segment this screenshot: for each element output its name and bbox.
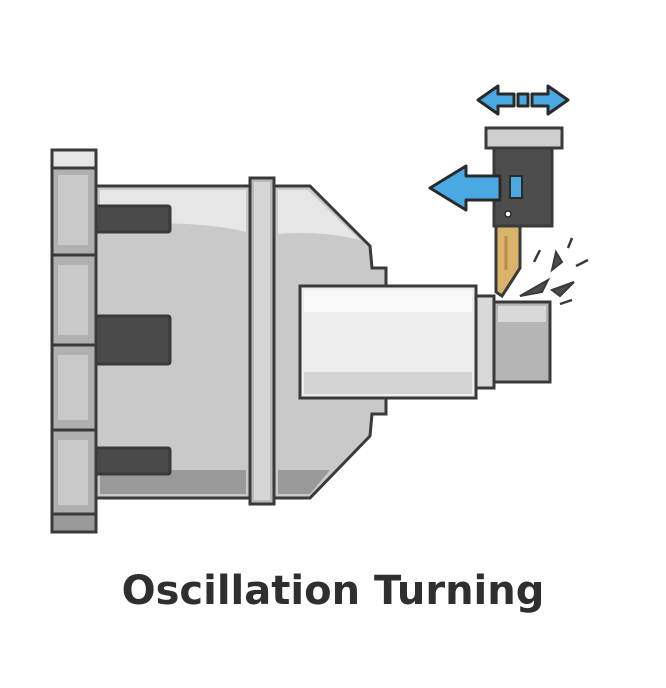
- chuck-ring: [248, 176, 276, 506]
- oscillation-turning-illustration: [50, 84, 589, 534]
- double-arrow-horizontal-icon: [476, 84, 570, 116]
- left-arrow-icon: [428, 164, 502, 212]
- chips: [519, 237, 589, 306]
- tool-holder: [484, 126, 564, 228]
- chuck-body: [94, 184, 252, 500]
- diagram-caption: Oscillation Turning: [121, 568, 545, 614]
- chuck-flange: [50, 148, 98, 534]
- cutting-insert: [494, 224, 522, 299]
- workpiece: [298, 284, 552, 400]
